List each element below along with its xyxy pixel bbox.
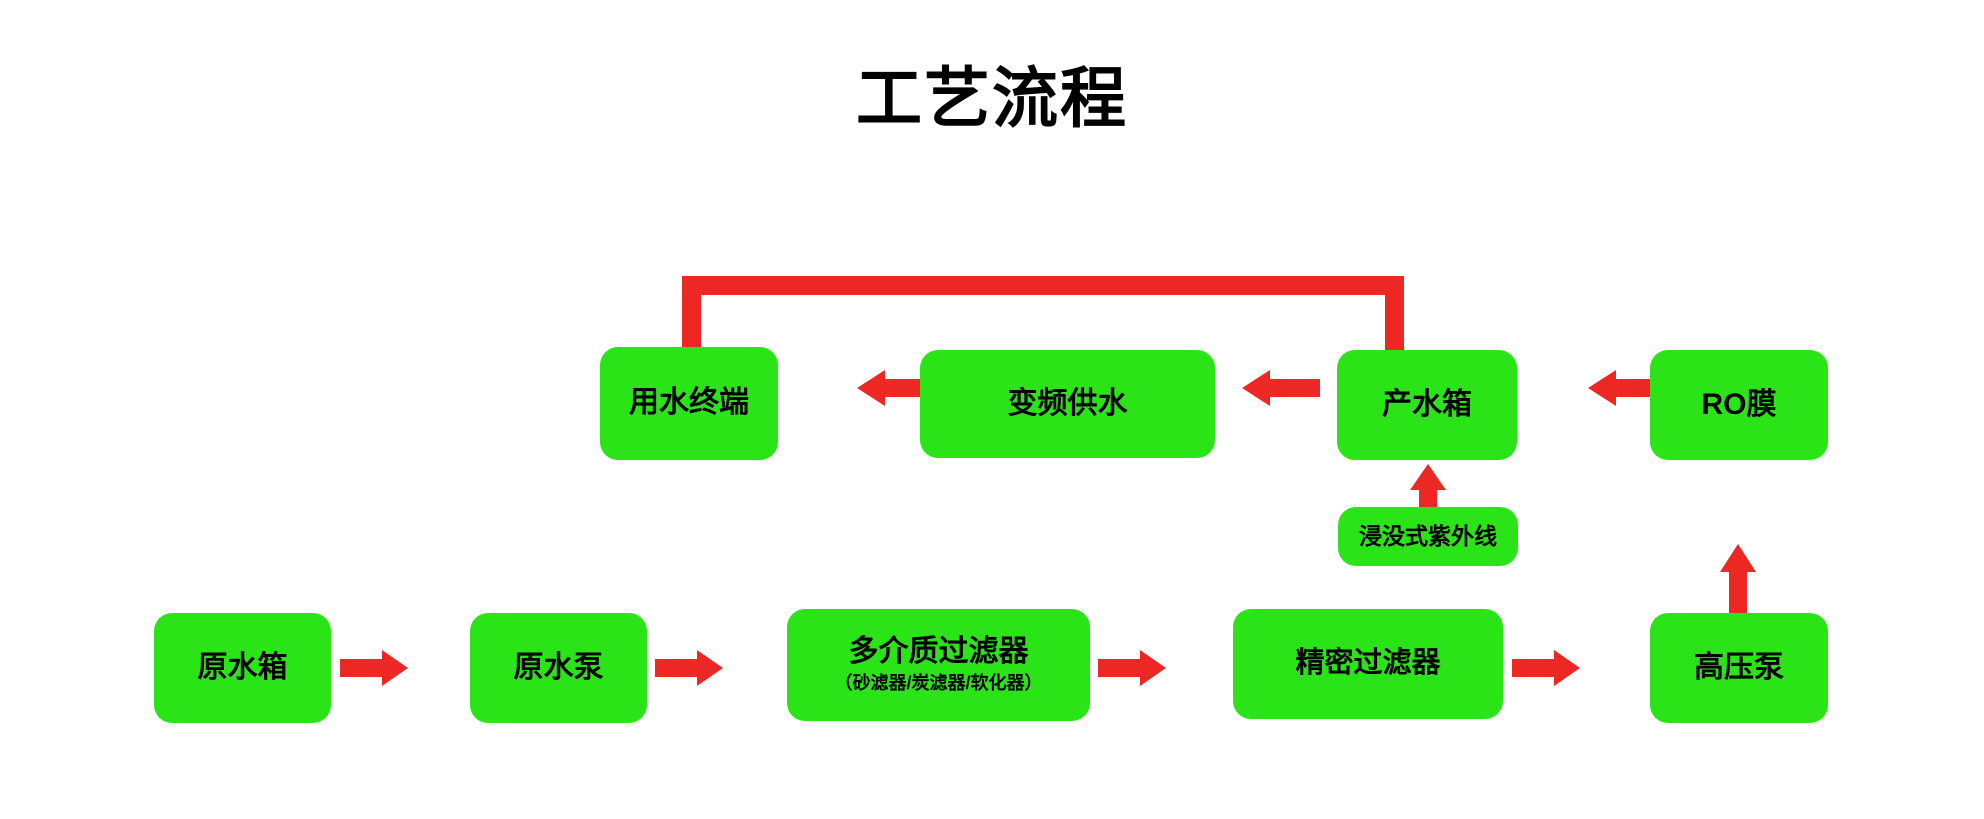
node-label: 浸没式紫外线 xyxy=(1359,523,1497,550)
node-water-use-terminal[interactable]: 用水终端 xyxy=(600,347,778,460)
node-label: 精密过滤器 xyxy=(1295,647,1441,680)
arrow-precision-filter-to-high-pressure-pump xyxy=(1512,648,1582,688)
node-label: RO膜 xyxy=(1701,387,1777,421)
node-label: 原水箱 xyxy=(197,650,288,684)
node-label: 多介质过滤器 xyxy=(848,634,1029,668)
node-label: 变频供水 xyxy=(1007,386,1128,420)
node-product-water-tank[interactable]: 产水箱 xyxy=(1337,350,1517,460)
node-label: 原水泵 xyxy=(513,650,604,684)
arrow-high-pressure-pump-to-ro xyxy=(1718,542,1758,614)
node-submerged-uv[interactable]: 浸没式紫外线 xyxy=(1338,507,1518,566)
node-vfd-water-supply[interactable]: 变频供水 xyxy=(920,350,1215,458)
node-multimedia-filter[interactable]: 多介质过滤器 （砂滤器/炭滤器/软化器） xyxy=(787,609,1090,721)
node-high-pressure-pump[interactable]: 高压泵 xyxy=(1650,613,1828,723)
page-title: 工艺流程 xyxy=(856,61,1128,135)
arrow-vfd-to-terminal xyxy=(855,368,935,408)
node-label: 产水箱 xyxy=(1382,387,1472,421)
node-precision-filter[interactable]: 精密过滤器 xyxy=(1233,609,1503,719)
node-label: 高压泵 xyxy=(1694,650,1784,684)
node-raw-water-pump[interactable]: 原水泵 xyxy=(470,613,647,723)
node-raw-water-tank[interactable]: 原水箱 xyxy=(154,613,331,723)
node-label: 用水终端 xyxy=(629,386,749,420)
arrow-ro-to-product-tank xyxy=(1586,368,1666,408)
arrow-raw-tank-to-raw-pump xyxy=(340,648,410,688)
arrow-product-tank-to-vfd xyxy=(1240,368,1320,408)
arrow-raw-pump-to-multimedia-filter xyxy=(655,648,725,688)
arrow-multimedia-filter-to-precision-filter xyxy=(1098,648,1168,688)
node-sublabel: （砂滤器/炭滤器/软化器） xyxy=(834,673,1043,694)
node-ro-membrane[interactable]: RO膜 xyxy=(1650,350,1828,460)
